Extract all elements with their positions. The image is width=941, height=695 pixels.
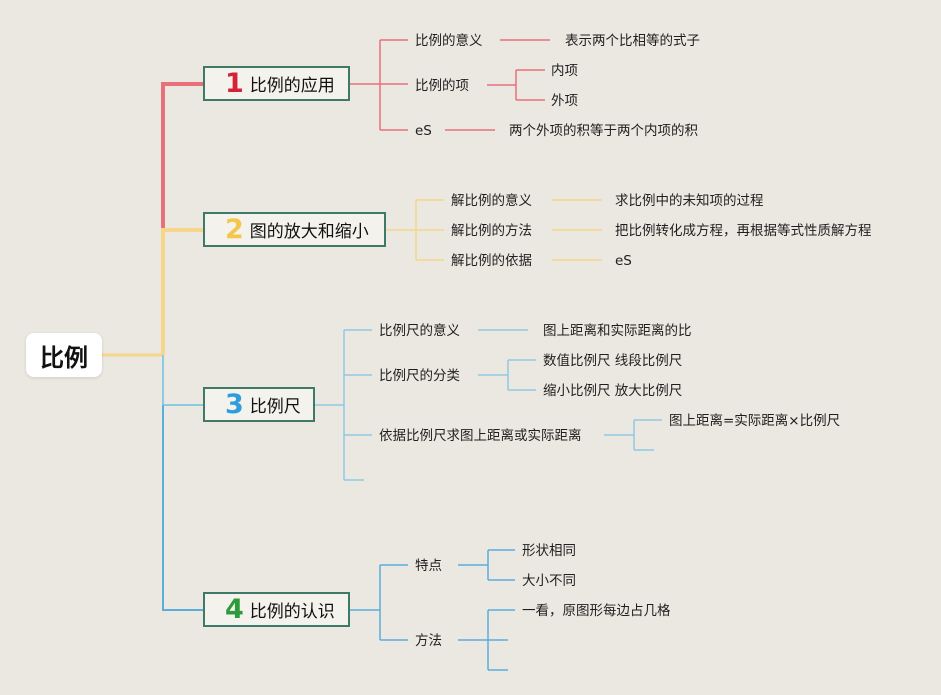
leaf-proportion-meaning-desc[interactable]: 表示两个比相等的式子 bbox=[565, 33, 700, 49]
node-proportion-property[interactable]: eS bbox=[415, 123, 432, 139]
node-scale-classes[interactable]: 比例尺的分类 bbox=[379, 368, 460, 384]
node-method[interactable]: 方法 bbox=[415, 633, 442, 649]
node-scale-meaning[interactable]: 比例尺的意义 bbox=[379, 323, 460, 339]
node-solve-method[interactable]: 解比例的方法 bbox=[451, 223, 532, 239]
leaf-different-size[interactable]: 大小不同 bbox=[522, 573, 576, 589]
topic-number-4: 4 bbox=[225, 594, 244, 625]
leaf-inner-terms[interactable]: 内项 bbox=[551, 63, 578, 79]
leaf-solve-method-desc[interactable]: 把比例转化成方程，再根据等式性质解方程 bbox=[615, 223, 872, 239]
node-solve-basis[interactable]: 解比例的依据 bbox=[451, 253, 532, 269]
leaf-solve-meaning-desc[interactable]: 求比例中的未知项的过程 bbox=[615, 193, 764, 209]
leaf-outer-terms[interactable]: 外项 bbox=[551, 93, 578, 109]
leaf-scale-meaning-desc[interactable]: 图上距离和实际距离的比 bbox=[543, 323, 692, 339]
topic-number-3: 3 bbox=[225, 389, 244, 420]
topic-proportion-application[interactable]: 1 比例的应用 bbox=[203, 66, 350, 101]
leaf-proportion-property-desc[interactable]: 两个外项的积等于两个内项的积 bbox=[509, 123, 698, 139]
root-node[interactable]: 比例 bbox=[26, 333, 102, 377]
topic-label: 比例尺 bbox=[249, 397, 301, 417]
node-proportion-terms[interactable]: 比例的项 bbox=[415, 78, 469, 94]
topic-scale-drawing[interactable]: 2 图的放大和缩小 bbox=[203, 212, 386, 247]
leaf-scale-calc-desc[interactable]: 图上距离=实际距离×比例尺 bbox=[669, 413, 841, 429]
node-proportion-meaning[interactable]: 比例的意义 bbox=[415, 33, 483, 49]
topic-scale[interactable]: 3 比例尺 bbox=[203, 387, 315, 422]
topic-label: 比例的认识 bbox=[249, 602, 335, 622]
topic-number-2: 2 bbox=[225, 214, 244, 245]
leaf-same-shape[interactable]: 形状相同 bbox=[522, 543, 576, 559]
node-solve-meaning[interactable]: 解比例的意义 bbox=[451, 193, 532, 209]
leaf-method-look[interactable]: 一看，原图形每边占几格 bbox=[522, 603, 671, 619]
node-scale-calc[interactable]: 依据比例尺求图上距离或实际距离 bbox=[379, 428, 582, 444]
topic-label: 比例的应用 bbox=[249, 76, 335, 96]
topic-label: 图的放大和缩小 bbox=[249, 222, 369, 242]
leaf-scale-class-a[interactable]: 数值比例尺 线段比例尺 bbox=[543, 353, 683, 369]
node-feature[interactable]: 特点 bbox=[415, 558, 442, 574]
leaf-scale-class-b[interactable]: 缩小比例尺 放大比例尺 bbox=[543, 383, 683, 399]
topic-number-1: 1 bbox=[225, 68, 244, 99]
topic-proportion-recognition[interactable]: 4 比例的认识 bbox=[203, 592, 350, 627]
leaf-solve-basis-desc[interactable]: eS bbox=[615, 253, 632, 269]
